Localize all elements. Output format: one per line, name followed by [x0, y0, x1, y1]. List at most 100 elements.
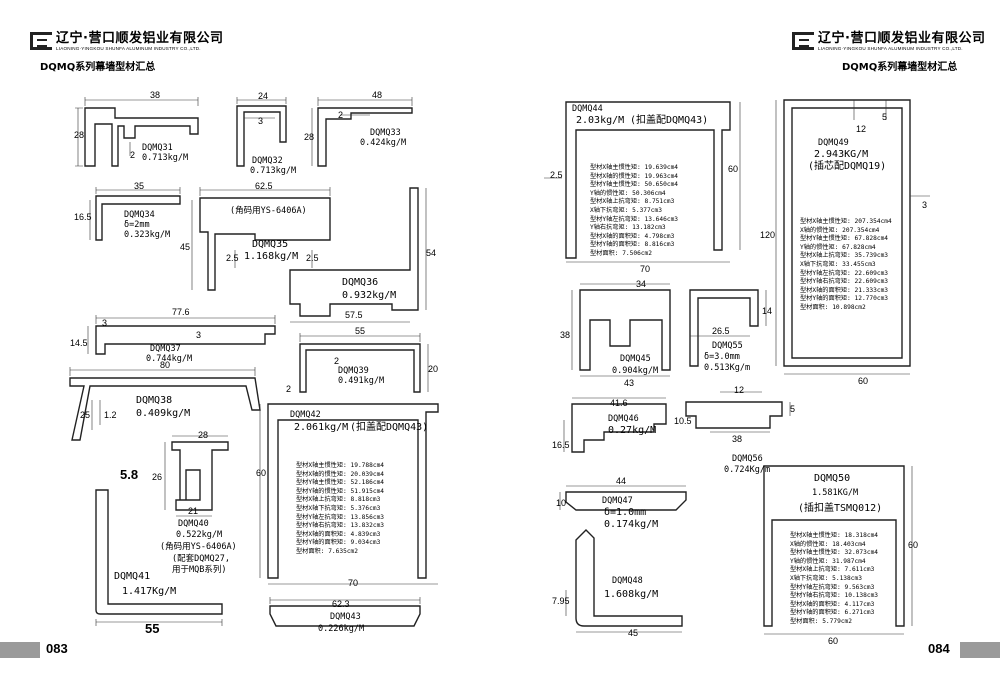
dimension-label: 2: [338, 110, 344, 120]
part-weight: 1.581KG/M: [812, 488, 859, 498]
dim-lines-dqmq49: [775, 100, 930, 375]
part-code: DQMQ44: [572, 104, 603, 114]
dimension-label: 2.5: [550, 170, 563, 180]
company-name-en: LIAONING·YINGKOU SHUNFA ALUMINUM INDUSTR…: [56, 46, 201, 51]
property-row: 型材Y轴主惯性矩: 50.650cm4: [590, 181, 679, 189]
profile-dqmq31: [84, 107, 199, 167]
dimension-label: 60: [256, 468, 267, 478]
property-row: 型材Y轴右抗弯矩: 13.832cm3: [296, 522, 385, 530]
dimension-label: 62.3: [332, 599, 350, 609]
property-row: 型材Y轴左抗弯矩: 22.609cm3: [800, 269, 889, 277]
part-code: DQMQ40: [178, 519, 209, 529]
dimension-label: 12: [734, 385, 745, 395]
part-note: (配套DQMQ27,: [172, 554, 230, 564]
company-name-cn: 辽宁·营口顺发铝业有限公司: [818, 31, 986, 46]
property-row: 型材Y轴的面积矩: 9.034cm3: [296, 539, 381, 547]
company-logo-mark: [792, 32, 814, 50]
dimension-label: 41.6: [610, 398, 628, 408]
property-row: 型材X轴的惯性矩: 19.963cm4: [590, 172, 679, 180]
dimension-label: 34: [636, 279, 647, 289]
property-row: 型材面积: 7.506cm2: [590, 249, 653, 257]
dim-lines-dqmq50: [764, 466, 913, 635]
property-row: 型材X轴的面积矩: 4.798cm3: [590, 232, 675, 240]
property-row: 型材Y轴右抗弯矩: 10.138cm3: [790, 592, 879, 600]
property-row: Y轴的惯性矩: 50.306cm4: [590, 189, 666, 197]
part-weight: 0.724Kg/m: [724, 465, 771, 475]
dimension-label: 14: [762, 306, 773, 316]
property-row: 型材X轴的面积矩: 4.839cm3: [296, 530, 381, 538]
part-note: (角码用YS-6406A): [230, 206, 307, 216]
part-code: DQMQ42: [290, 410, 321, 420]
part-weight: 0.932kg/M: [342, 290, 397, 301]
dimension-label: 120: [760, 230, 776, 240]
section-properties-dqmq42: 型材X轴主惯性矩: 19.788cm4 型材X轴的惯性矩: 20.039cm4 …: [296, 462, 384, 557]
dim-lines-dqmq56: [710, 391, 791, 433]
profile-dqmq35: [199, 197, 331, 291]
property-row: 型材X轴下抗弯矩: 5.376cm3: [296, 504, 381, 512]
profile-dqmq34: [95, 195, 181, 241]
part-note: (扣盖配DQMQ43): [630, 115, 709, 126]
part-code: DQMQ43: [330, 612, 361, 622]
dim-lines-dqmq48: [565, 590, 682, 633]
property-row: 型材Y轴的面积矩: 8.816cm3: [590, 241, 675, 249]
company-name-cn: 辽宁·营口顺发铝业有限公司: [56, 31, 224, 46]
dim-lines-dqmq44: [544, 102, 741, 263]
profile-dqmq47: [565, 491, 687, 511]
part-code: DQMQ32: [252, 156, 283, 166]
section-properties-dqmq49: 型材X轴主惯性矩: 207.354cm4 X轴的惯性矩: 207.354cm4 …: [800, 218, 892, 313]
profile-dqmq42: [267, 403, 439, 579]
property-row: Y轴右抗弯矩: 13.182cm3: [590, 224, 666, 232]
dimension-label: 55: [145, 621, 160, 636]
dimension-label: 2: [130, 150, 136, 160]
part-weight: 0.744kg/M: [146, 354, 193, 364]
property-row: 型材X轴上抗弯矩: 7.611cm3: [790, 566, 875, 574]
dimension-label: 3: [196, 330, 202, 340]
property-row: 型材Y轴左抗弯矩: 13.856cm3: [296, 513, 385, 521]
dimension-label: 16.5: [552, 440, 570, 450]
profile-dqmq48: [575, 529, 683, 627]
part-weight: 0.491kg/M: [338, 376, 385, 386]
dimension-label: 3: [922, 200, 928, 210]
dimension-label: 24: [258, 91, 269, 101]
dim-lines-dqmq55: [690, 290, 767, 337]
property-row: 型材Y轴左抗弯矩: 13.646cm3: [590, 215, 679, 223]
dimension-label: 77.6: [172, 307, 190, 317]
part-code: DQMQ55: [712, 341, 743, 351]
dimension-label: 57.5: [345, 310, 363, 320]
part-code: DQMQ37: [150, 344, 181, 354]
dimension-label: 60: [858, 376, 869, 386]
property-row: 型材Y轴主惯性矩: 67.828cm4: [800, 235, 889, 243]
part-code: DQMQ39: [338, 366, 369, 376]
part-code: DQMQ48: [612, 576, 643, 586]
part-code: DQMQ46: [608, 414, 639, 424]
part-code: DQMQ33: [370, 128, 401, 138]
dimension-label: 80: [160, 360, 171, 370]
page-number: 083: [46, 641, 68, 656]
part-weight: 0.27kg/M: [608, 425, 657, 436]
catalog-page-right: 辽宁·营口顺发铝业有限公司 LIAONING·YINGKOU SHUNFA AL…: [500, 0, 1000, 673]
dimension-label: 48: [372, 90, 383, 100]
dim-lines-dqmq33: [311, 97, 413, 166]
profile-dqmq41: [95, 489, 223, 615]
property-row: 型材X轴的惯性矩: 20.039cm4: [296, 470, 385, 478]
part-code: DQMQ56: [732, 454, 763, 464]
section-properties-dqmq50: 型材X轴主惯性矩: 18.318cm4 X轴的惯性矩: 18.403cm4 型材…: [790, 532, 878, 627]
dimension-label: 62.5: [255, 181, 273, 191]
property-row: 型材X轴的面积矩: 4.117cm3: [790, 600, 875, 608]
page-number: 084: [928, 641, 950, 656]
dim-lines-dqmq35: [191, 187, 331, 290]
property-row: 型材Y轴主惯性矩: 32.073cm4: [790, 549, 879, 557]
property-row: 型材面积: 7.635cm2: [296, 547, 359, 555]
dimension-label: 10: [556, 498, 567, 508]
profile-dqmq38: [69, 377, 261, 441]
part-weight: 0.713kg/M: [250, 166, 297, 176]
dimension-label: 38: [560, 330, 571, 340]
dim-lines-dqmq40: [164, 435, 228, 517]
part-code: DQMQ45: [620, 354, 651, 364]
property-row: 型材Y轴主惯性矩: 52.186cm4: [296, 479, 385, 487]
page-number-bar: [0, 642, 40, 658]
dim-lines-dqmq43: [269, 597, 421, 604]
dimension-label: 55: [355, 326, 366, 336]
dim-lines-dqmq45: [571, 283, 670, 377]
property-row: X轴下抗弯矩: 33.455cm3: [800, 260, 876, 268]
